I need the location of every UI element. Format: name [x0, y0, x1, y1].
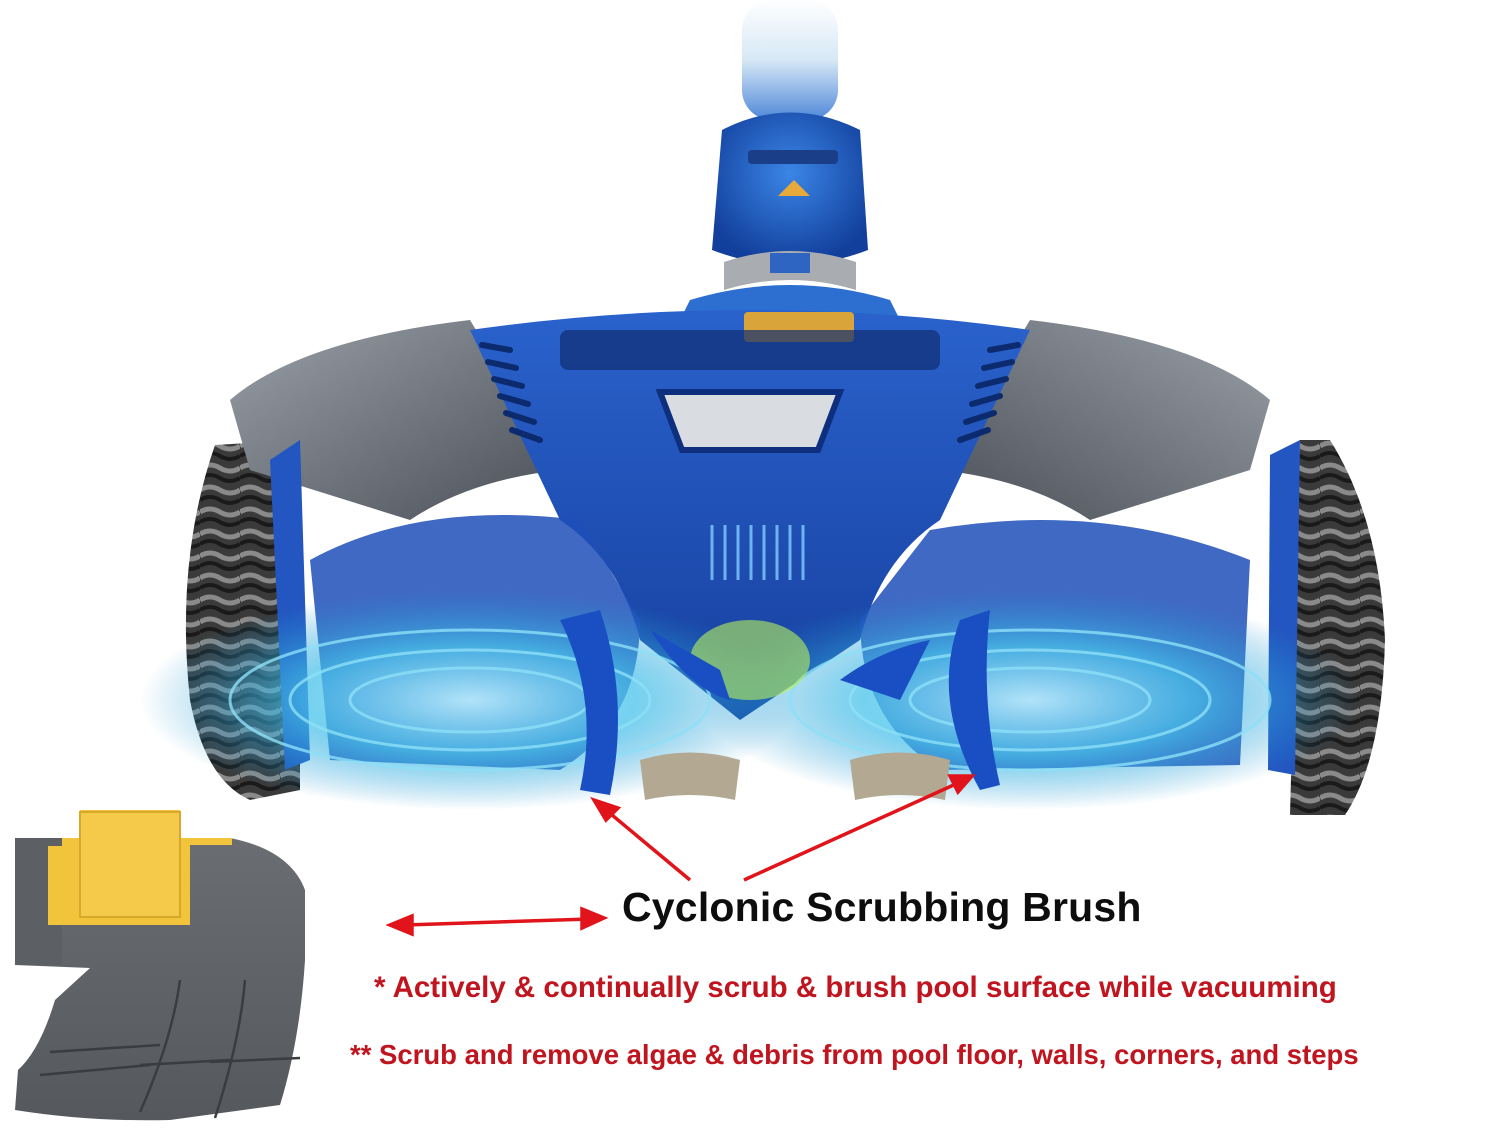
left-shell — [230, 320, 560, 520]
annotation-title: Cyclonic Scrubbing Brush — [622, 884, 1142, 930]
brush-blades — [560, 610, 1000, 800]
brush-part-inset — [15, 810, 305, 1121]
swivel-head — [680, 112, 900, 320]
annotation-arrows — [385, 774, 976, 937]
main-body — [470, 310, 1030, 720]
right-shell — [940, 320, 1270, 520]
feature-bullet-1: * Actively & continually scrub & brush p… — [374, 971, 1337, 1004]
hose — [742, 0, 838, 120]
feature-bullet-2: ** Scrub and remove algae & debris from … — [350, 1039, 1359, 1070]
swirl-effect — [140, 590, 1360, 810]
